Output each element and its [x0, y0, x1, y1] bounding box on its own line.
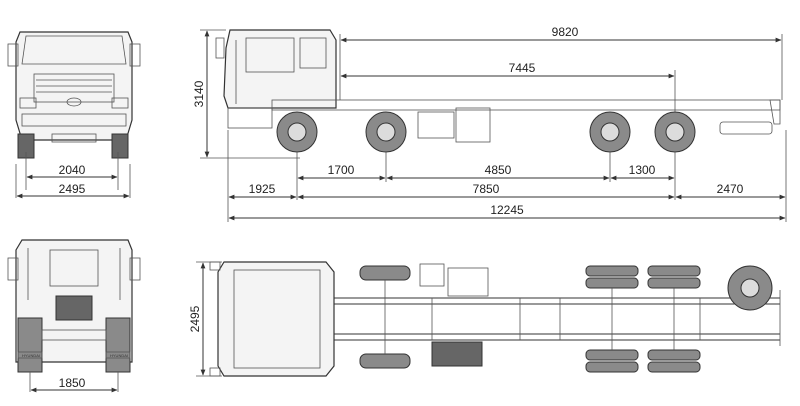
height-label: 3140 [192, 80, 206, 107]
rear-overhang-label: 2470 [717, 182, 744, 196]
front-track-label: 2040 [59, 163, 86, 177]
rear-badge-right: HYUNDAI [110, 353, 128, 358]
axle-spacing-1-label: 1700 [328, 163, 355, 177]
top-dimensions: 2495 [188, 261, 222, 377]
front-view [7, 31, 141, 159]
front-width-label: 2495 [59, 182, 86, 196]
front-overhang-label: 1925 [249, 182, 276, 196]
wheelbase-label: 7850 [473, 182, 500, 196]
front-dimensions: 2040 2495 [15, 152, 131, 199]
rear-dimensions: 1850 [29, 372, 119, 393]
axle-spacing-2-label: 4850 [485, 163, 512, 177]
side-view [215, 29, 781, 153]
top-view [209, 261, 781, 377]
side-dimensions: 3140 9820 7445 1700 4850 1300 1925 7850 … [192, 25, 787, 222]
axle-spacing-3-label: 1300 [629, 163, 656, 177]
load-length-label: 9820 [552, 25, 579, 39]
top-width-label: 2495 [188, 305, 202, 332]
rear-badge-left: HYUNDAI [22, 353, 40, 358]
cab-to-axle-label: 7445 [509, 61, 536, 75]
rear-view: HYUNDAI HYUNDAI [7, 239, 141, 373]
rear-track-label: 1850 [59, 376, 86, 390]
overall-length-label: 12245 [490, 203, 524, 217]
